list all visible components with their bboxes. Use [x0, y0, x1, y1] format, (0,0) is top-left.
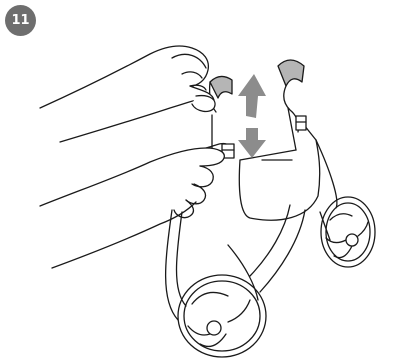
up-arrow-icon: [238, 74, 266, 118]
lock-clip-right: [296, 116, 306, 130]
front-wheel: [178, 275, 266, 357]
down-arrow-icon: [238, 128, 266, 158]
rear-wheel: [321, 197, 375, 267]
lower-hand: [40, 143, 226, 268]
upper-hand: [40, 46, 215, 142]
